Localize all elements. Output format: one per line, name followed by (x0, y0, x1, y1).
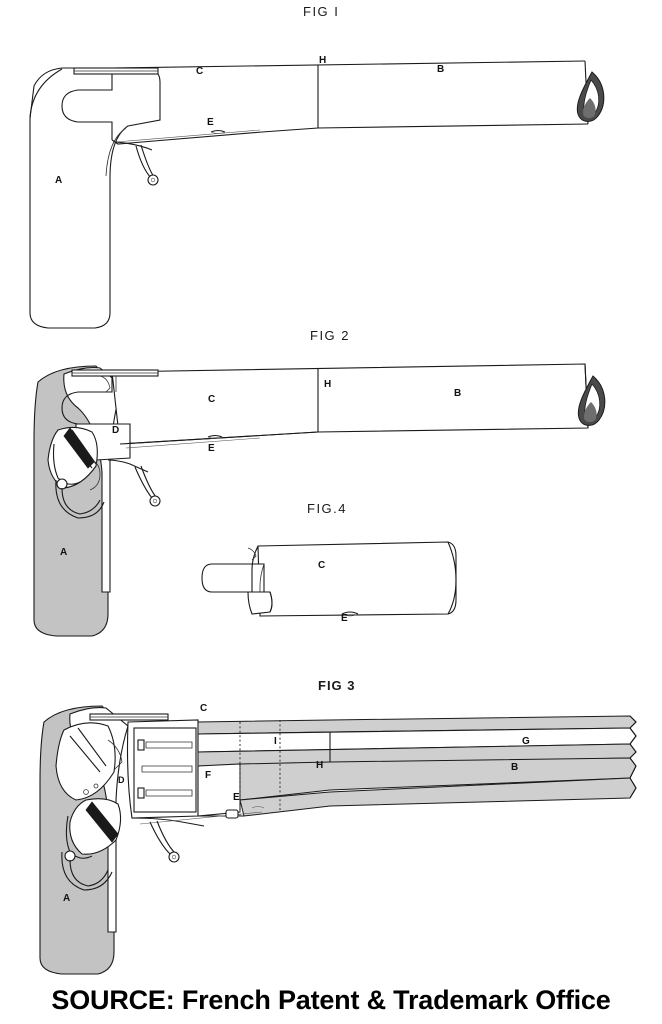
fig3-label-F: F (205, 770, 212, 781)
fig3-label-E: E (233, 792, 240, 803)
fig4-label-E: E (341, 613, 348, 624)
fig3-drawing (39, 705, 637, 975)
fig2-label-C: C (208, 394, 216, 405)
fig3-label-I: I (274, 736, 277, 747)
fig2-label-B: B (454, 388, 462, 399)
fig3-label-C: C (200, 703, 208, 714)
fig2-drawing (33, 363, 606, 637)
fig1-label-B: B (437, 64, 445, 75)
fig1-label-E: E (207, 117, 214, 128)
fig1-title: FIG I (303, 4, 340, 19)
fig3-label-G: G (522, 736, 530, 747)
fig1-label-A: A (55, 175, 63, 186)
fig4-label-C: C (318, 560, 326, 571)
fig1-label-H: H (319, 55, 327, 66)
fig2-label-D: D (112, 425, 120, 436)
fig3-title: FIG 3 (318, 678, 356, 693)
fig4-title: FIG.4 (307, 501, 348, 516)
fig3-label-H: H (316, 760, 324, 771)
fig1-label-C: C (196, 66, 204, 77)
fig1-drawing (29, 60, 605, 329)
fig4-drawing (201, 541, 457, 617)
fig3-label-D: D (118, 775, 125, 785)
fig3-label-A: A (63, 893, 71, 904)
fig2-label-E: E (208, 443, 215, 454)
fig2-label-A: A (60, 547, 68, 558)
fig3-label-B: B (511, 762, 519, 773)
fig2-label-H: H (324, 379, 332, 390)
source-caption: SOURCE: French Patent & Trademark Office (51, 985, 611, 1015)
fig2-title: FIG 2 (310, 328, 351, 343)
